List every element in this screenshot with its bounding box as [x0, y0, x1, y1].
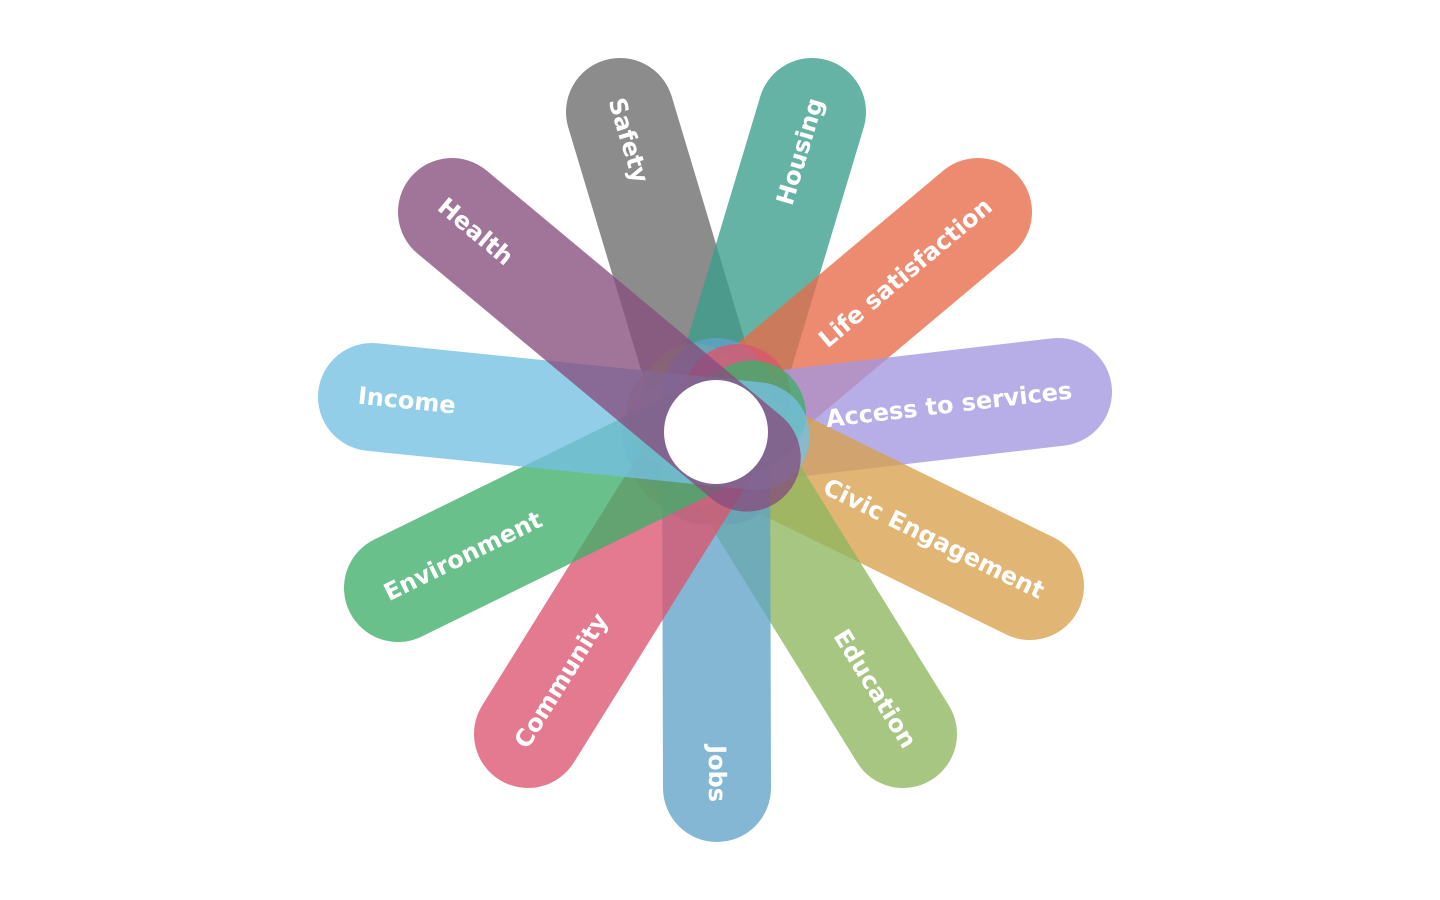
- petal-label-jobs: Jobs: [703, 743, 731, 802]
- center-hole: [664, 380, 768, 484]
